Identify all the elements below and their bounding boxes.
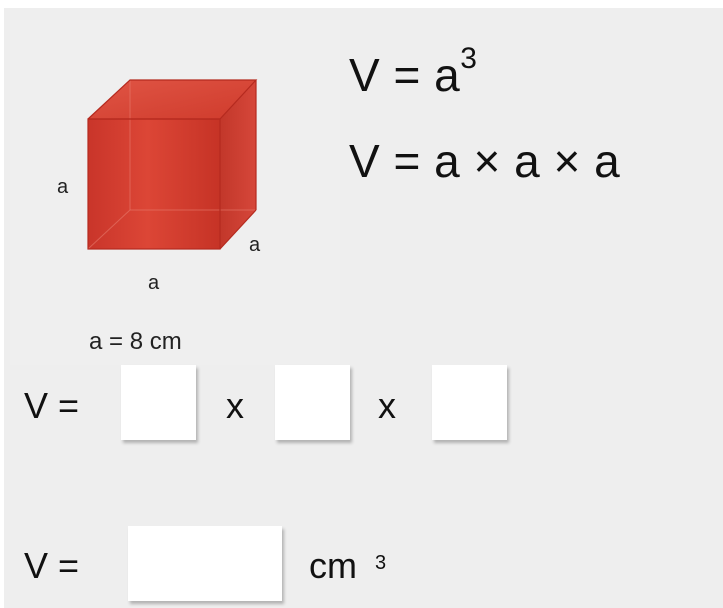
given-edge-length: a = 8 cm <box>89 328 182 355</box>
volume-unit-exponent: 3 <box>375 552 387 574</box>
cube-edge-label-depth: a <box>249 234 261 256</box>
factor-input-2[interactable] <box>275 365 350 440</box>
multiply-sign-1: x <box>226 385 244 426</box>
worksheet-panel: a a a a = 8 cm V = a3 V = a × a × a V = … <box>4 8 723 608</box>
volume-formula-product: V = a × a × a <box>349 135 621 187</box>
row2-volume-label: V = <box>24 545 80 586</box>
cube-edge-label-height: a <box>57 176 69 198</box>
cube-side-face <box>220 80 256 249</box>
cube-illustration <box>87 79 258 250</box>
cube-front-face <box>88 119 220 249</box>
formula-power-base: V = a <box>349 49 461 101</box>
cube-figure-card: a a a a = 8 cm <box>10 20 340 365</box>
multiply-sign-2: x <box>378 385 396 426</box>
volume-result-input[interactable] <box>128 526 282 601</box>
factor-input-3[interactable] <box>432 365 507 440</box>
factor-input-1[interactable] <box>121 365 196 440</box>
volume-formula-power: V = a3 <box>349 42 477 102</box>
formula-power-exponent: 3 <box>460 42 478 75</box>
volume-unit: cm <box>309 545 357 586</box>
row1-volume-label: V = <box>24 385 80 426</box>
cube-edge-label-width: a <box>148 272 160 294</box>
